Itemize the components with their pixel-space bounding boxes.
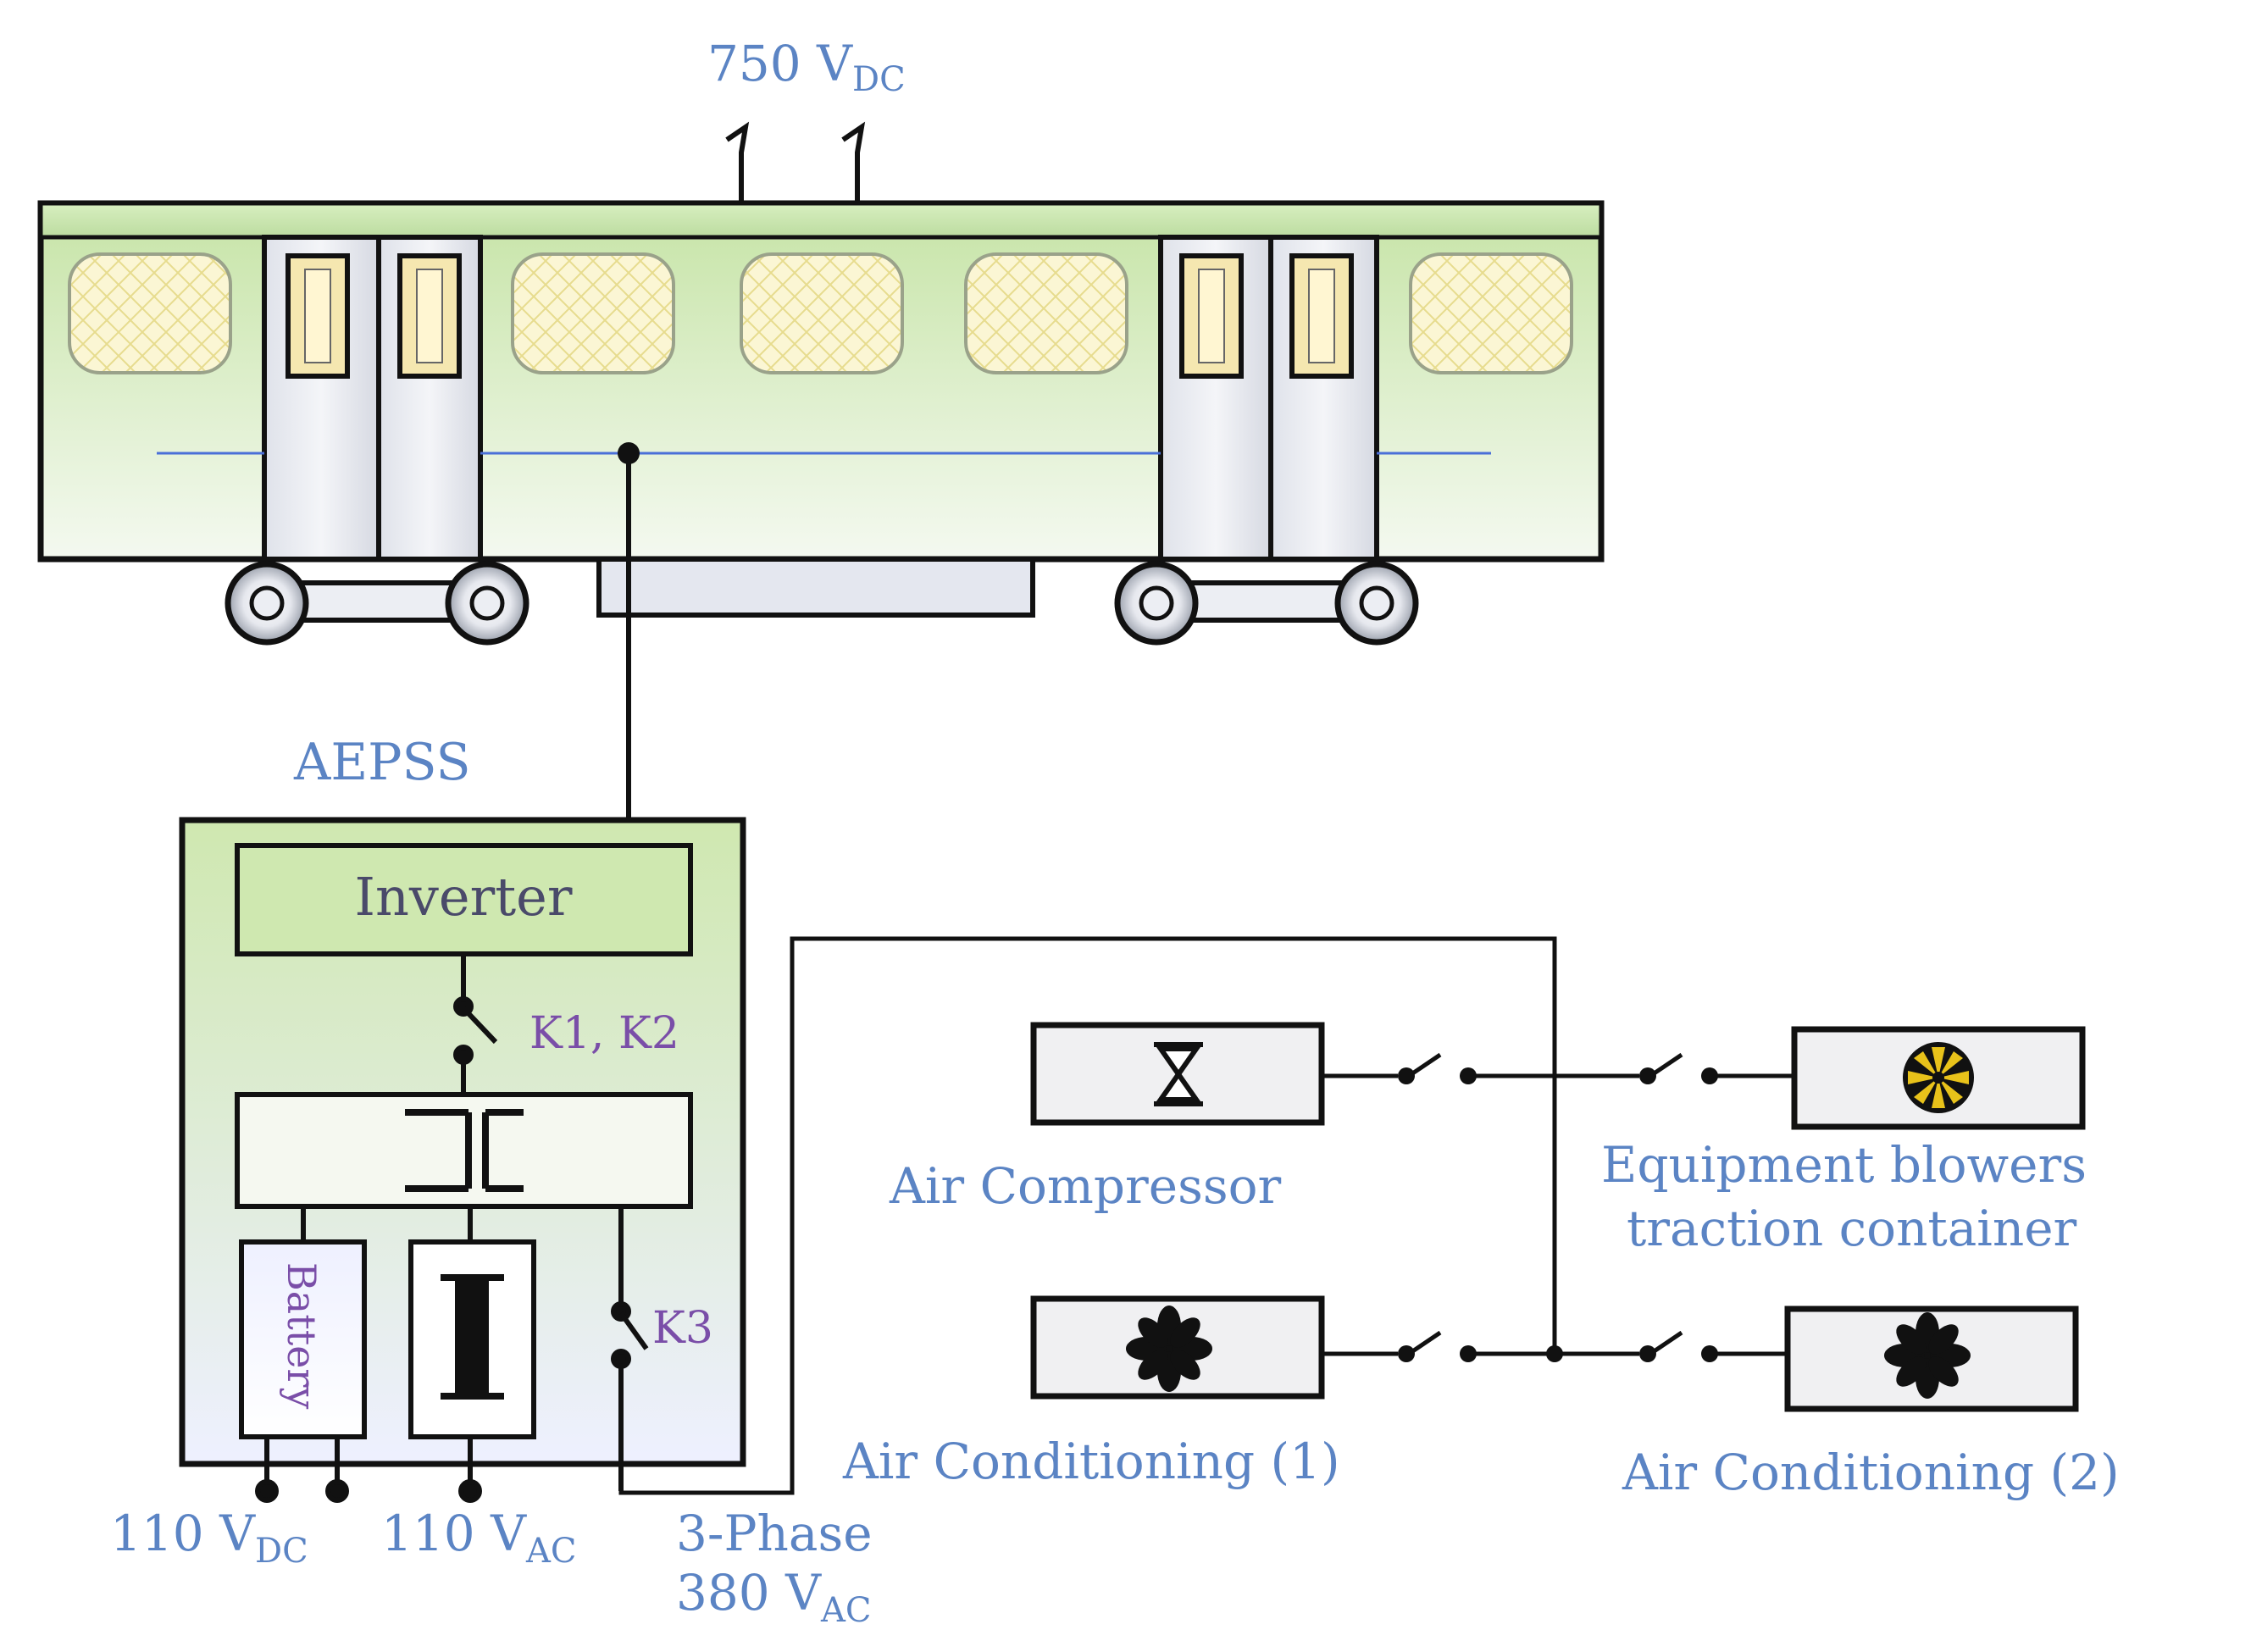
lower-switch-contacts — [1398, 1345, 1718, 1362]
door-left — [262, 235, 483, 562]
underframe-box — [596, 557, 1035, 618]
fan-icon — [1884, 1312, 1971, 1399]
equipment-blowers-label-line2: traction container — [1627, 1200, 2077, 1257]
battery-block — [239, 1239, 367, 1439]
aepss-unit: AEPSS Inverter K1, K2 Battery — [179, 733, 746, 1503]
transformer-icon — [405, 1109, 524, 1192]
air-compressor-label: Air Compressor — [889, 1157, 1282, 1215]
inverter-block — [235, 843, 693, 956]
switch-k3 — [611, 1206, 649, 1491]
k1k2-label: K1, K2 — [529, 1008, 679, 1059]
door-right — [1158, 235, 1379, 562]
hourglass-valve-icon — [1154, 1042, 1203, 1106]
three-phase-feeder — [618, 936, 1557, 1495]
equipment-blowers-unit: Equipment blowers traction container — [1601, 1026, 2087, 1257]
bogie-left — [225, 561, 529, 646]
window — [740, 252, 904, 374]
window — [68, 252, 232, 374]
fan-icon — [1126, 1306, 1212, 1392]
output-terminals — [255, 1437, 482, 1503]
air-conditioning-1-unit: Air Conditioning (1) — [842, 1295, 1340, 1490]
bogie-right — [1114, 561, 1419, 646]
k3-label: K3 — [652, 1303, 713, 1354]
catenary-voltage-label: 750 VDC — [707, 35, 906, 99]
aepss-label: AEPSS — [293, 733, 471, 792]
train-windows — [68, 252, 1573, 374]
train-car: 750 VDC — [37, 35, 1605, 646]
air-conditioning-2-label: Air Conditioning (2) — [1622, 1444, 2120, 1501]
output-110vac-label: 110 VAC — [381, 1505, 577, 1571]
output-380vac-label: 380 VAC — [676, 1564, 872, 1630]
air-compressor-unit: Air Compressor — [889, 1022, 1325, 1215]
upper-switch-contacts — [1398, 1067, 1718, 1084]
window — [964, 252, 1128, 374]
train-roof — [38, 201, 1604, 240]
equipment-blowers-label-line1: Equipment blowers — [1601, 1136, 2087, 1194]
air-conditioning-1-label: Air Conditioning (1) — [842, 1433, 1340, 1490]
output-3phase-label: 3-Phase — [676, 1505, 873, 1562]
inverter-label: Inverter — [354, 866, 572, 928]
switch-k1k2 — [453, 954, 498, 1095]
output-110vdc-label: 110 VDC — [110, 1505, 308, 1571]
air-conditioning-2-unit: Air Conditioning (2) — [1622, 1306, 2120, 1501]
window — [1409, 252, 1573, 374]
yellow-fan-icon — [1903, 1042, 1974, 1113]
upper-load-line — [1322, 1052, 1794, 1078]
filter-icon — [441, 1274, 504, 1400]
window — [511, 252, 675, 374]
battery-label: Battery — [279, 1262, 324, 1409]
